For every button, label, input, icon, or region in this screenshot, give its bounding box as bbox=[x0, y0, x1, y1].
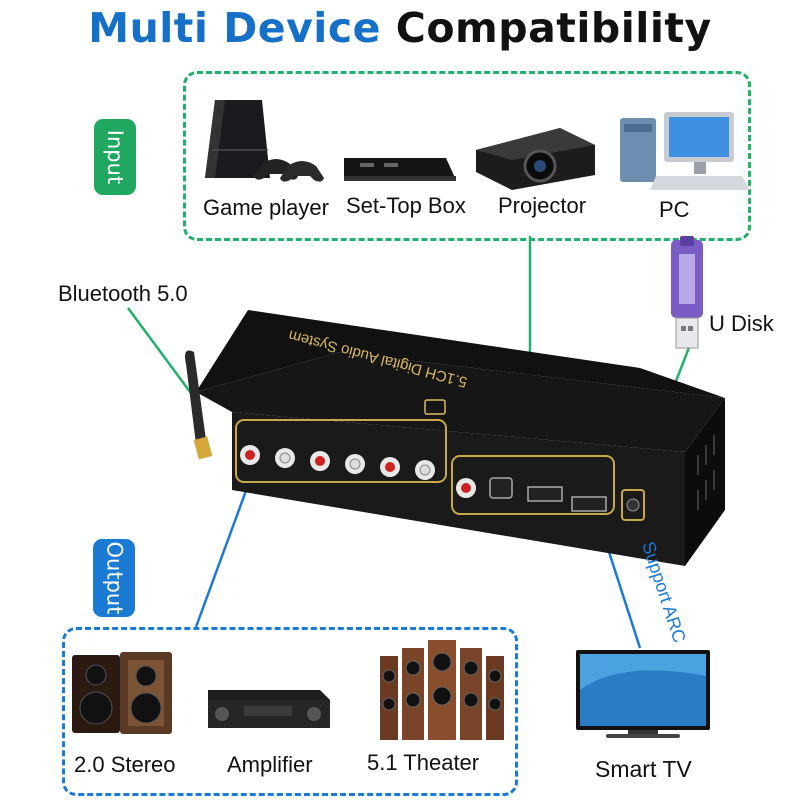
input-devices-box bbox=[183, 71, 751, 241]
output-tab: Output bbox=[93, 539, 135, 617]
udisk-line bbox=[674, 344, 692, 382]
udisk-label: U Disk bbox=[709, 311, 774, 336]
home-theater-icon bbox=[380, 640, 504, 740]
tv-label: Smart TV bbox=[595, 756, 692, 782]
usb-drive-icon bbox=[671, 236, 703, 349]
input-label-pc: PC bbox=[659, 197, 690, 222]
title-part-black: Compatibility bbox=[395, 4, 712, 52]
output-label-stereo: 2.0 Stereo bbox=[74, 752, 176, 777]
amplifier-icon bbox=[208, 690, 330, 728]
output-label-amplifier: Amplifier bbox=[227, 752, 313, 777]
input-label-game-player: Game player bbox=[203, 195, 329, 220]
pc-icon bbox=[620, 112, 750, 190]
input-tab: Input bbox=[94, 119, 136, 195]
game-console-icon bbox=[205, 100, 324, 182]
set-top-box-icon bbox=[344, 158, 456, 181]
input-label-projector: Projector bbox=[498, 193, 587, 218]
audio-system-device: 5.1CH Digital Audio System bbox=[185, 310, 725, 566]
smart-tv-icon bbox=[576, 650, 710, 738]
title-part-blue: Multi Device bbox=[88, 4, 381, 52]
projector-icon bbox=[476, 128, 595, 190]
input-label-set-top-box: Set-Top Box bbox=[346, 193, 466, 218]
bluetooth-label: Bluetooth 5.0 bbox=[58, 281, 188, 306]
output-devices-box bbox=[62, 627, 518, 796]
rca-jacks bbox=[240, 445, 435, 480]
output-label-theater: 5.1 Theater bbox=[367, 750, 480, 775]
bluetooth-line bbox=[126, 307, 198, 401]
stereo-speakers-icon bbox=[72, 652, 172, 734]
page-title: Multi Device Compatibility bbox=[0, 4, 800, 52]
